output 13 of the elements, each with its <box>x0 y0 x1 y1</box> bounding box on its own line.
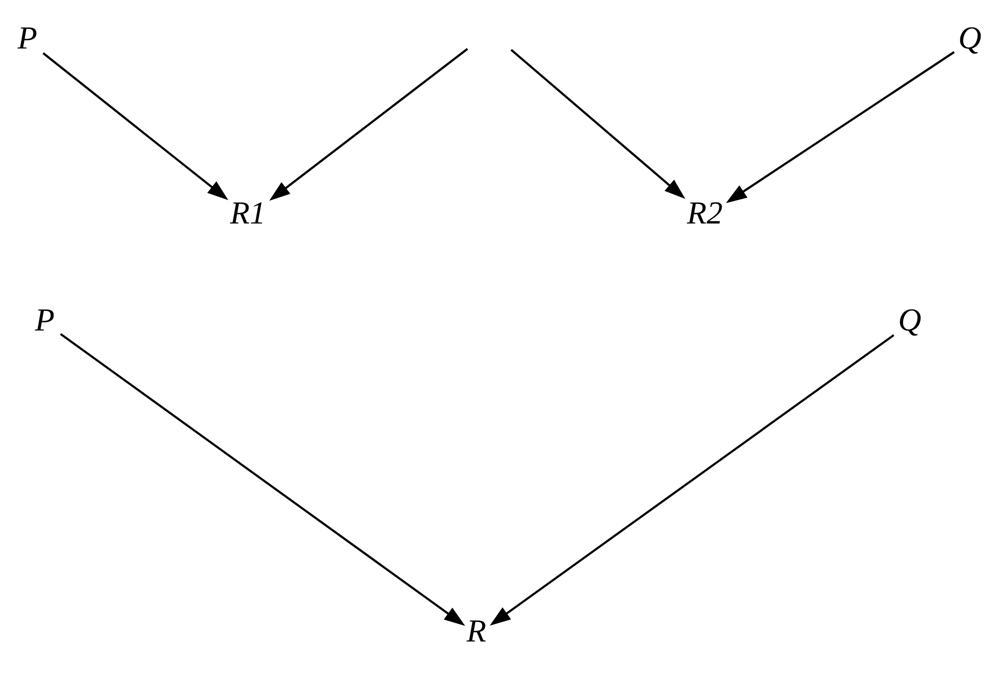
arrow <box>60 332 466 626</box>
arrow <box>510 48 686 198</box>
arrow <box>269 48 468 200</box>
node-text: P <box>18 18 38 55</box>
node-text: Q <box>958 18 982 55</box>
node-text: P <box>35 300 55 337</box>
arrow <box>490 334 894 626</box>
arrow <box>726 50 955 203</box>
node-text: R1 <box>230 194 266 230</box>
node-text: R2 <box>687 194 723 230</box>
node-text: R <box>466 612 486 648</box>
arrow <box>42 52 228 200</box>
node-text: Q <box>898 300 922 337</box>
